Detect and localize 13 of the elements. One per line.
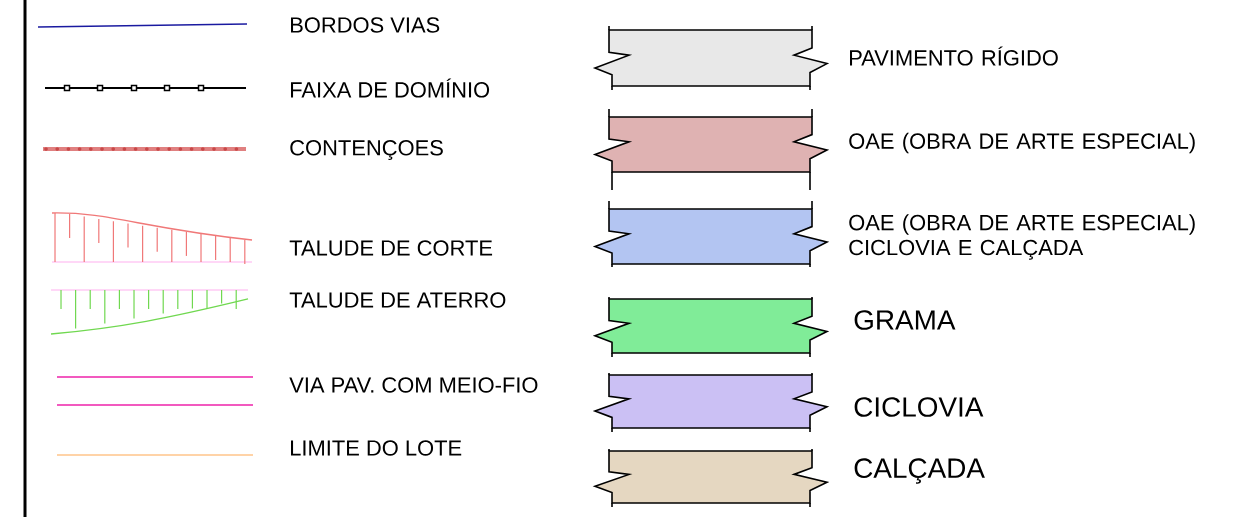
- legend-label: TALUDE DE CORTE: [289, 240, 493, 256]
- legend-label: CALÇADA: [854, 458, 985, 484]
- legend-label: GRAMA: [854, 310, 956, 330]
- legend-label: CONTENÇOES: [290, 140, 443, 160]
- legend-label: PAVIMENTO RÍGIDO: [850, 46, 1058, 66]
- legend-label: FAIXA DE DOMÍNIO: [291, 78, 490, 98]
- legend-label: OAE (OBRA DE ARTE ESPECIAL): [849, 132, 1195, 154]
- legend-label: BORDOS VIAS: [291, 17, 440, 33]
- legend-label: TALUDE DE ATERRO: [289, 292, 506, 308]
- legend-label: VIA PAV. COM MEIO-FIO: [289, 377, 538, 393]
- legend-label: OAE (OBRA DE ARTE ESPECIAL) CICLOVIA E CALÇADA: [849, 214, 1195, 260]
- legend-label: LIMITE DO LOTE: [291, 440, 462, 456]
- legend-label: CICLOVIA: [854, 397, 984, 417]
